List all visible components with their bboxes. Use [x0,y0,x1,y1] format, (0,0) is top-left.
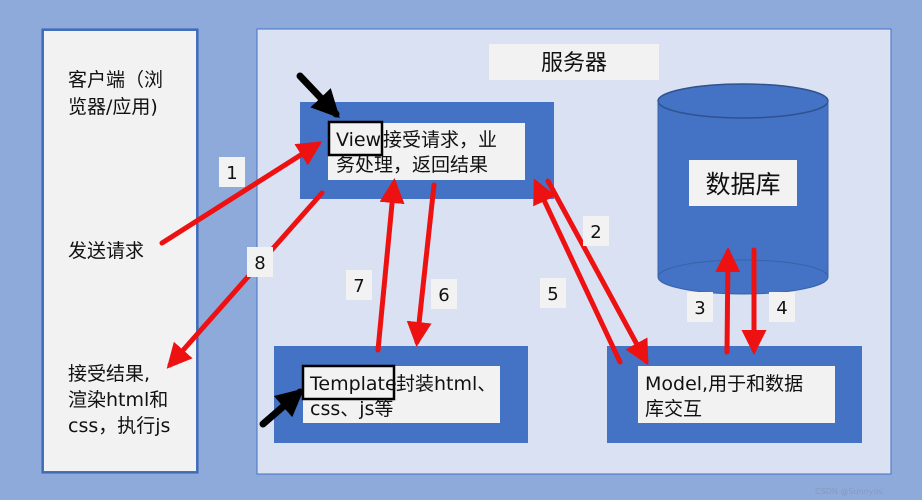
database-label-box [689,160,797,206]
arrow-1-send-to-view [159,141,323,246]
step-label-6: 6 [438,285,449,306]
arrow-8-view-to-client [166,190,325,369]
view-keyword-frame [327,120,384,157]
view-keyword: View [336,129,381,151]
template-keyword-frame [301,364,396,401]
step-label-4: 4 [776,298,787,319]
client-panel-inner [44,31,196,471]
template-text-line1: 封装html、 [396,373,496,395]
watermark: CSDN @Sunnyos. [815,487,885,496]
step-label-4-box [769,292,795,322]
arrow-5-model-to-view [533,178,623,365]
client-title-line1: 客户端（浏 [68,69,163,91]
step-label-7-box [346,270,372,300]
template-text-line2: css、js等 [310,398,393,420]
view-text-line2: 务处理，返回结果 [336,154,488,176]
step-label-8: 8 [254,253,265,274]
arrow-7-template-to-view [375,178,405,353]
step-label-5: 5 [547,284,558,305]
server-title: 服务器 [541,51,607,76]
arrow-6-view-to-template [406,182,437,347]
client-receive-line1: 接受结果, [68,363,150,385]
step-label-6-box [431,279,457,309]
arrow-2-view-to-model [545,178,649,366]
model-text-line2: 库交互 [645,398,702,420]
client-receive-line3: css，执行js [68,415,170,437]
step-label-5-box [540,278,566,308]
pointer-arrow-template [259,388,305,428]
step-label-2: 2 [590,222,601,243]
pointer-arrow-view [296,72,340,119]
step-label-1: 1 [226,163,237,184]
template-keyword: Template [309,373,397,395]
view-text-line1: 接受请求，业 [383,129,497,151]
server-title-box [489,44,659,80]
template-label-box [303,366,500,423]
database-label: 数据库 [705,170,780,199]
arrow-3-model-to-database [715,247,741,355]
step-label-7: 7 [353,276,364,297]
step-label-3-box [687,292,713,322]
client-receive-line2: 渲染html和 [68,389,168,411]
client-send-label: 发送请求 [68,240,144,262]
model-text-line1: Model,用于和数据 [645,373,803,395]
view-label-box [328,123,525,180]
model-label-box [638,366,835,423]
step-label-2-box [583,216,609,246]
step-label-8-box [247,247,273,277]
client-title-line2: 览器/应用) [68,96,158,118]
step-label-1-box [219,157,245,187]
step-label-3: 3 [694,298,705,319]
